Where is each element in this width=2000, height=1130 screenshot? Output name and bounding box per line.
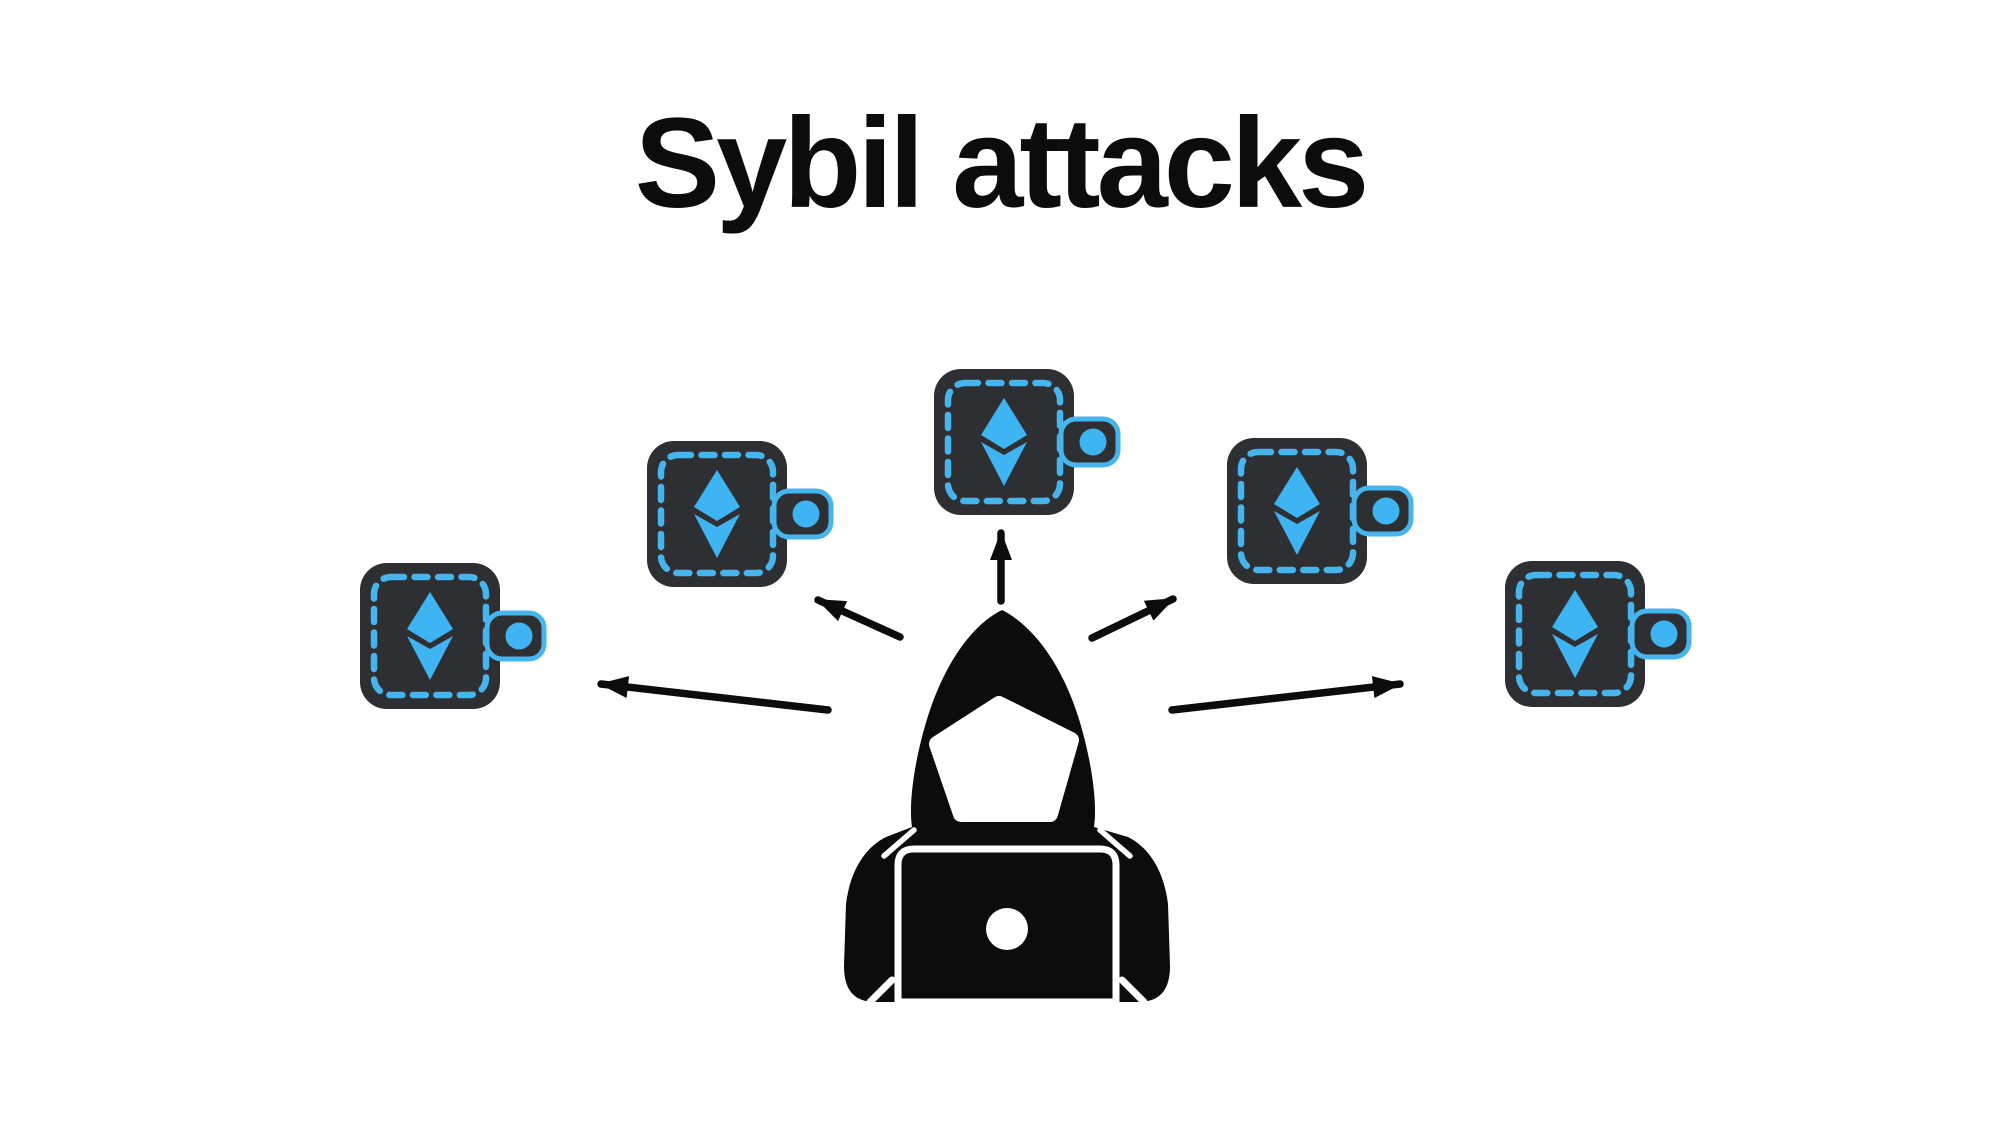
wallet-icon-top-center [933, 368, 1123, 516]
ethereum-wallet-icon [933, 368, 1123, 516]
wallet-icon-mid-right [1226, 437, 1416, 585]
arrow-to-far-left-wallet [597, 676, 832, 714]
ethereum-wallet-icon [1226, 437, 1416, 585]
arrow-to-mid-left-wallet [814, 596, 904, 641]
wallet-icon-far-right [1504, 560, 1694, 708]
wallet-icon-far-left [359, 562, 549, 710]
ethereum-wallet-icon [646, 440, 836, 588]
ethereum-wallet-icon [1504, 560, 1694, 708]
arrow-to-far-right-wallet [1168, 676, 1404, 714]
arrow-to-mid-right-wallet [1088, 595, 1177, 642]
attacker-figure [842, 604, 1172, 1004]
ethereum-wallet-icon [359, 562, 549, 710]
hooded-hacker-laptop-icon [844, 610, 1170, 1004]
wallet-icon-mid-left [646, 440, 836, 588]
page-title: Sybil attacks [634, 92, 1370, 235]
